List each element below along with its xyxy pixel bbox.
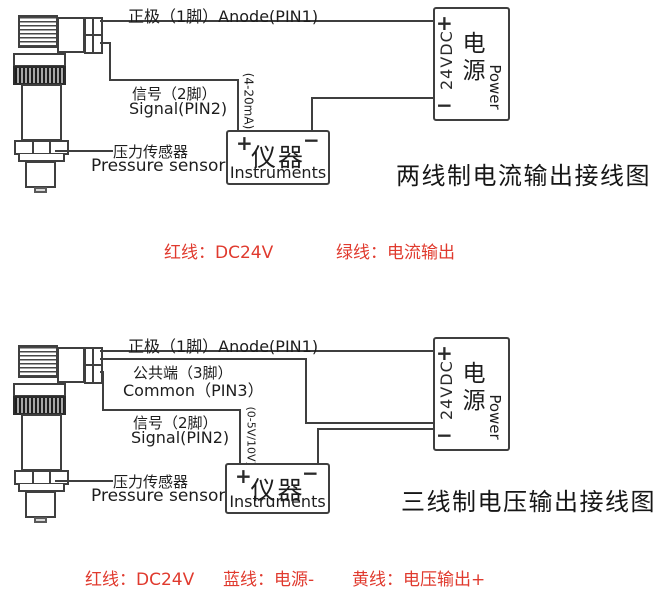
signal-wire-seg3 <box>109 79 239 81</box>
signal-range-label: (4-20mA) <box>241 72 256 130</box>
legend-red-wire: 红线：DC24V <box>85 570 195 590</box>
signal-wire-seg2 <box>109 42 111 81</box>
common-wire-seg1 <box>100 358 307 360</box>
pressure-sensor-drawing <box>13 15 123 215</box>
legend-green-wire: 绿线：电流输出 <box>336 243 455 263</box>
instrument-minus-wire-v <box>317 428 319 465</box>
instruments-label-cn: 仪器 <box>250 476 305 505</box>
signal-label-en: Signal(PIN2) <box>129 99 228 118</box>
signal-wire-seg2 <box>102 371 104 411</box>
power-label-en: Power <box>486 394 504 440</box>
power-plus-terminal: + <box>436 341 453 365</box>
signal-label-en: Signal(PIN2) <box>131 428 230 447</box>
sensor-connector-cap <box>18 345 58 378</box>
instruments-box: + − 仪器 Instruments <box>226 130 330 185</box>
signal-label-cn: 信号（2脚） <box>133 414 218 432</box>
signal-wire-seg3 <box>102 409 241 411</box>
instruments-label-cn: 仪器 <box>250 143 305 172</box>
instrument-minus-wire-h <box>317 428 433 430</box>
power-label-cn: 电源 <box>462 31 486 84</box>
power-voltage-label: 24VDC <box>437 360 456 420</box>
sensor-body <box>21 84 62 141</box>
sensor-connector-terminals <box>84 347 103 384</box>
legend-blue-wire: 蓝线：电源- <box>223 570 315 590</box>
legend-red-wire: 红线：DC24V <box>164 243 274 263</box>
instrument-minus-wire-h <box>311 97 433 99</box>
instruments-label-en: Instruments <box>229 492 326 511</box>
sensor-port-tip <box>34 187 47 193</box>
sensor-connector-body <box>57 17 85 53</box>
common-wire-seg3 <box>305 422 433 424</box>
power-minus-terminal: − <box>436 423 453 447</box>
power-box: + − 24VDC 电源 Power <box>433 7 510 121</box>
anode-label: 正极（1脚）Anode(PIN1) <box>128 337 319 356</box>
signal-wire-seg1 <box>100 42 111 44</box>
sensor-knurled-ring <box>13 66 66 85</box>
power-minus-terminal: − <box>436 93 453 117</box>
sensor-port-tip <box>34 517 47 523</box>
signal-label-cn: 信号（2脚） <box>132 85 217 103</box>
common-label-en: Common（PIN3） <box>123 381 264 400</box>
sensor-pressure-port <box>25 161 56 188</box>
sensor-label-cn: 压力传感器 <box>113 143 189 161</box>
sensor-connector-terminals <box>84 17 103 54</box>
instruments-plus-terminal: + <box>236 131 253 155</box>
power-voltage-label: 24VDC <box>437 30 456 90</box>
sensor-hex-nut <box>14 470 69 485</box>
sensor-label-en: Pressure sensor <box>91 486 226 506</box>
power-label-en: Power <box>486 64 504 110</box>
power-box: + − 24VDC 电源 Power <box>433 337 510 451</box>
common-label-cn: 公共端（3脚） <box>133 364 233 382</box>
sensor-connector-cap <box>18 15 58 48</box>
sensor-label-pointer <box>55 150 113 152</box>
sensor-hex-nut <box>14 140 69 155</box>
signal-wire-seg4 <box>237 79 239 132</box>
anode-wire <box>100 20 433 22</box>
anode-wire <box>100 350 433 352</box>
sensor-collar <box>13 53 66 67</box>
sensor-knurled-ring <box>13 396 66 415</box>
instrument-minus-wire-v <box>311 97 313 132</box>
sensor-pressure-port <box>25 491 56 518</box>
legend-yellow-wire: 黄线：电压输出+ <box>352 570 486 590</box>
sensor-connector-body <box>57 347 85 383</box>
pressure-sensor-drawing <box>13 345 123 545</box>
diagram-caption-bottom: 三线制电压输出接线图 <box>401 488 656 516</box>
instruments-label-en: Instruments <box>229 163 327 182</box>
sensor-label-pointer <box>55 480 113 482</box>
power-plus-terminal: + <box>436 11 453 35</box>
power-label-cn: 电源 <box>462 361 486 414</box>
instruments-box: + − 仪器 Instruments <box>225 463 330 514</box>
signal-range-label: (0-5V/10V) <box>244 406 258 466</box>
instruments-minus-terminal: − <box>303 128 320 152</box>
signal-wire-seg4 <box>239 409 241 465</box>
sensor-label-en: Pressure sensor <box>91 156 226 176</box>
sensor-body <box>21 414 62 471</box>
common-wire-seg2 <box>305 358 307 424</box>
instruments-plus-terminal: + <box>235 464 252 488</box>
sensor-collar <box>13 383 66 397</box>
sensor-label-cn: 压力传感器 <box>113 473 189 491</box>
diagram-caption-top: 两线制电流输出接线图 <box>396 162 651 190</box>
instruments-minus-terminal: − <box>302 461 319 485</box>
anode-label: 正极（1脚）Anode(PIN1) <box>128 7 319 26</box>
